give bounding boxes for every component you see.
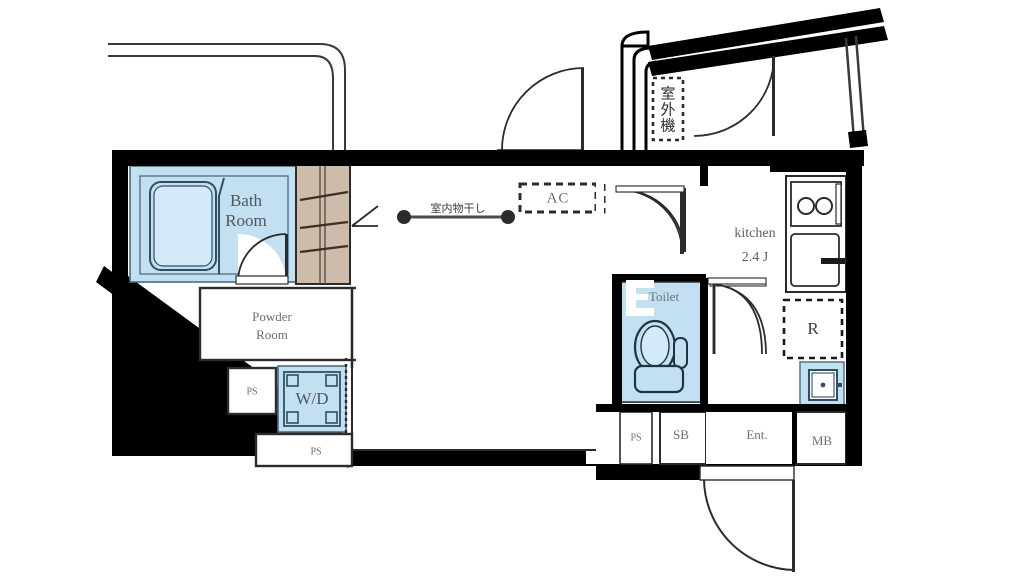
powder-room-label-line1: Powder [252,309,292,324]
bathtub-icon [149,181,217,271]
toilet-room-final: Toilet [612,278,708,406]
outdoor-unit-label-char1: 室 [660,85,675,103]
pipe-space-upper-label: PS [246,386,257,397]
door-swing-icon [235,233,289,285]
kitchen-area-label: 2.4 J [742,250,769,265]
pipe-space-entry-label: PS [630,432,641,443]
meter-box-label: MB [812,433,833,448]
kitchen: kitchen 2.4 J R [734,175,847,409]
bath-room-label-line2: Room [225,211,267,230]
entry-door [699,465,795,572]
washer-dryer: W/D [277,358,348,434]
corridor-structure [620,8,888,152]
kitchen-label: kitchen [734,226,775,241]
pipe-space-lower: PS [254,432,354,468]
air-conditioner-label-overlay: AC [547,190,570,206]
pipe-space-upper: PS [226,366,278,416]
pipe-space-lower-label: PS [310,446,321,457]
entrance: Ent. [706,412,796,464]
living-room-outline [351,288,596,451]
powder-room: Powder Room [198,286,362,362]
meter-box: MB [795,411,847,465]
outdoor-unit-label-char3: 機 [660,117,675,135]
outdoor-unit: 室 外 機 [651,76,685,142]
living-room-overlays: 室内物干し AC [351,182,598,227]
bath-room-label-line1: Bath [230,191,263,210]
bath-room: Bath Room [129,165,299,285]
washer-dryer-label: W/D [295,389,328,408]
entrance-row: PS SB Ent. MB [596,404,847,465]
sink-icon [790,233,845,287]
toilet-room-label-final: Toilet [649,289,680,304]
interior-partitions [112,150,864,466]
water-heater-icon [799,361,845,409]
refrigerator-label: R [807,319,819,338]
closet-sliding-door [295,159,351,285]
exterior-walls [112,150,862,480]
washer-icon [283,371,341,427]
pipe-space-entry: PS [619,411,653,465]
shoe-box-label: SB [673,427,689,442]
shoe-box: SB [659,411,713,465]
corridor-door [693,55,775,137]
outdoor-unit-label-char2: 外 [660,101,675,119]
balcony-rail-icon [108,43,346,152]
indoor-drying-rack-label-overlay: 室内物干し [431,201,486,215]
hallway-door-overlay [596,166,714,412]
stove-icon [790,181,842,227]
refrigerator: R [782,298,844,360]
powder-room-label-line2: Room [256,327,288,342]
entrance-label: Ent. [746,427,767,442]
